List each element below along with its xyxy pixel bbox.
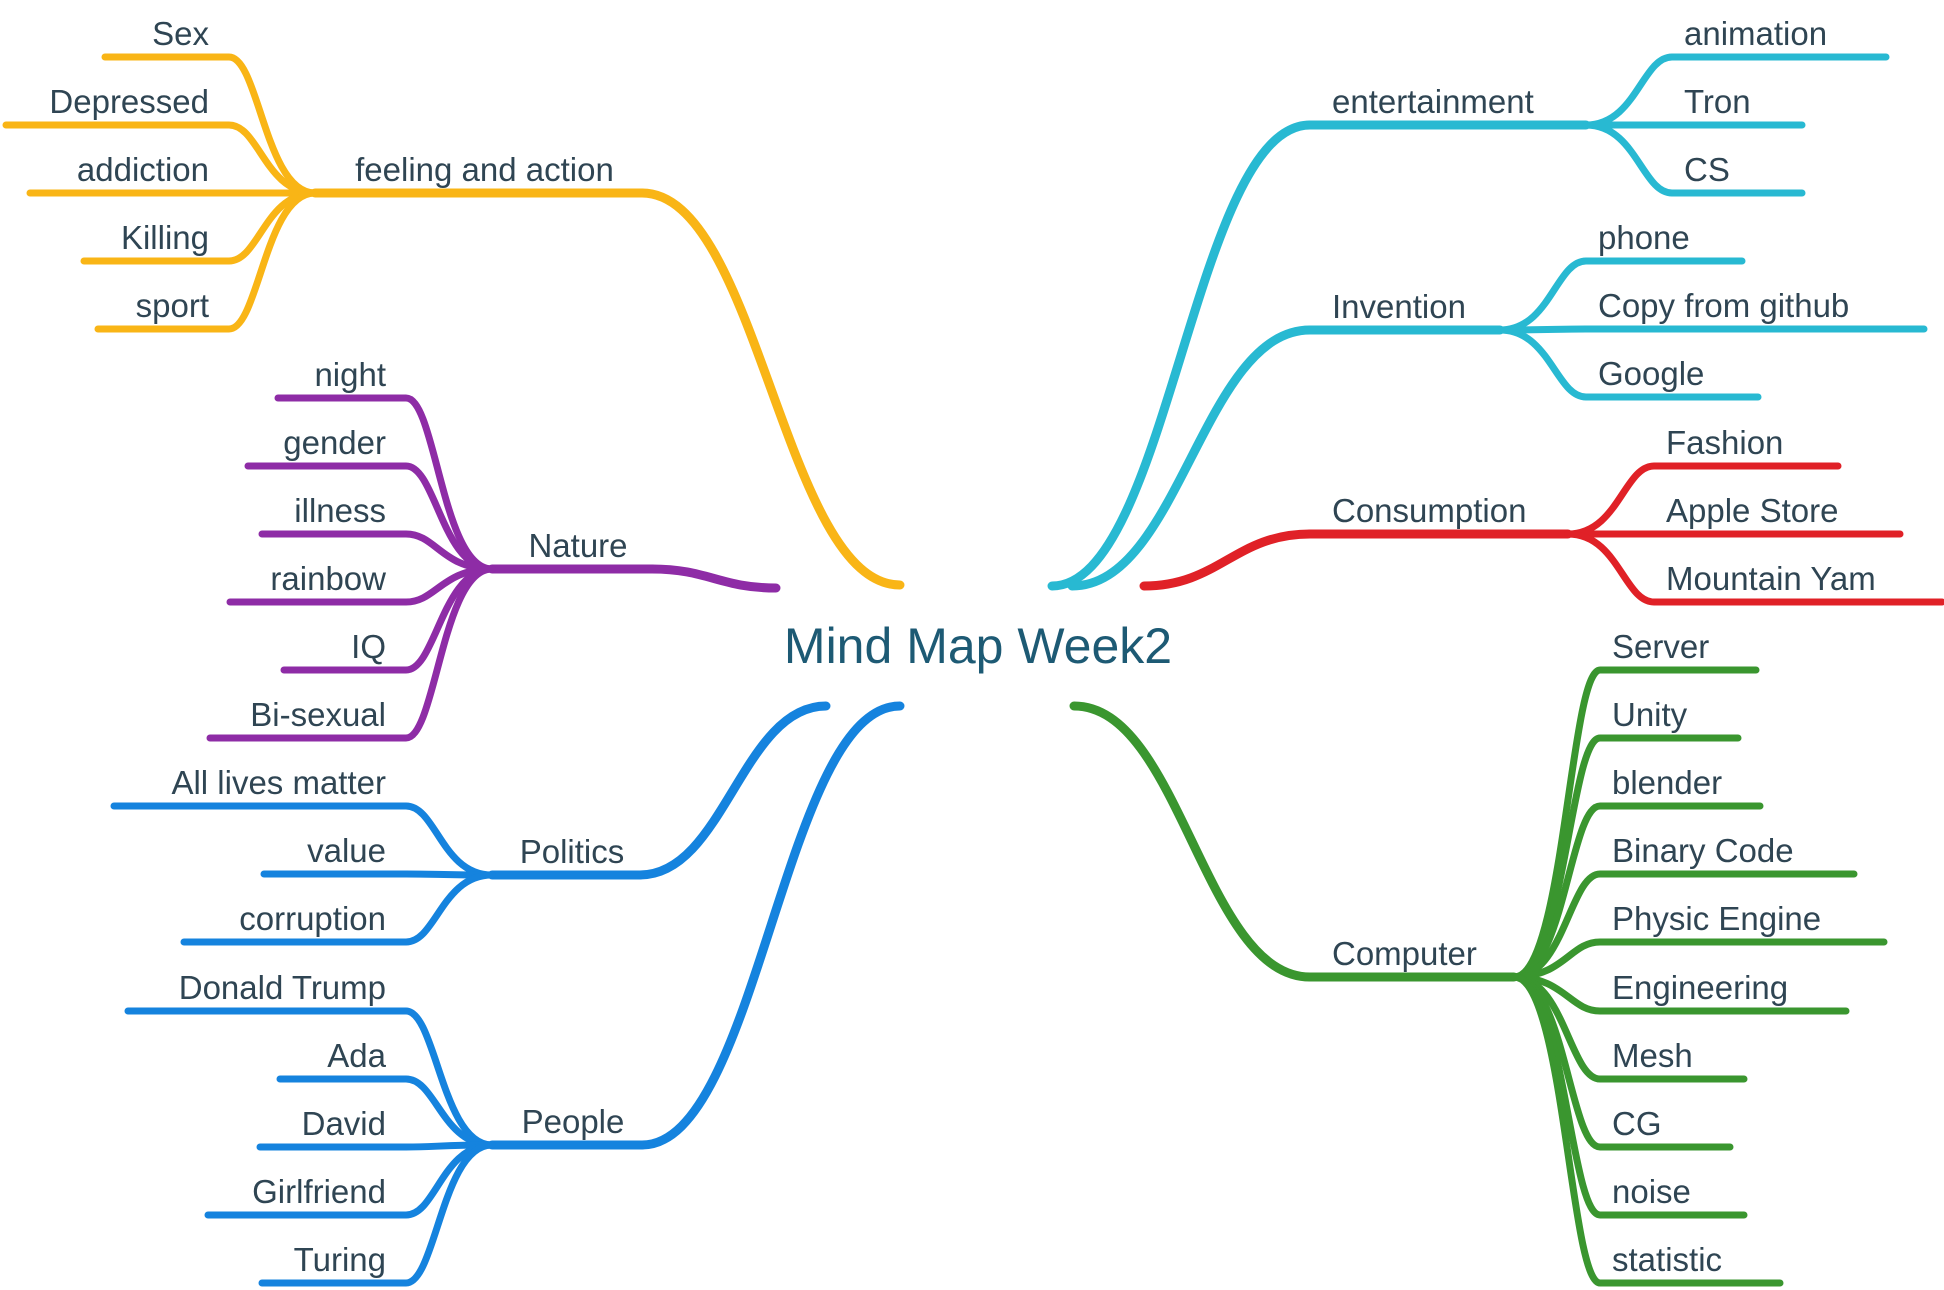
branch-nature-label[interactable]: Nature [528,527,627,564]
computer-leaf-link [1510,973,1784,1287]
leaf-gender[interactable]: gender [283,424,386,461]
leaf-mountain-yam[interactable]: Mountain Yam [1666,560,1876,597]
nature-main-link [647,564,781,593]
invention-leaf-link [1496,326,1762,401]
leaf-depressed[interactable]: Depressed [49,83,209,120]
mind-map-labels: Mind Map Week2 feeling and action SexDepr… [49,15,1875,1278]
leaf-copy-from-github[interactable]: Copy from github [1598,287,1849,324]
leaf-addiction[interactable]: addiction [77,151,209,188]
invention-leaf-link [1496,325,1928,334]
leaf-cg[interactable]: CG [1612,1105,1662,1142]
leaf-google[interactable]: Google [1598,355,1704,392]
branch-people-label[interactable]: People [522,1103,625,1140]
leaf-turing[interactable]: Turing [294,1241,386,1278]
branch-entertainment-label[interactable]: entertainment [1332,83,1534,120]
leaf-animation[interactable]: animation [1684,15,1827,52]
leaf-blender[interactable]: blender [1612,764,1722,801]
nature-leaf-link [206,565,496,742]
leaf-noise[interactable]: noise [1612,1173,1691,1210]
feeling-leaf-link [94,189,319,333]
politics-leaf-link [180,871,496,946]
entertainment-main-link [1047,120,1315,591]
leaf-value[interactable]: value [307,832,386,869]
leaf-night[interactable]: night [314,356,386,393]
leaf-fashion[interactable]: Fashion [1666,424,1783,461]
leaf-rainbow[interactable]: rainbow [270,560,386,597]
center-topic[interactable]: Mind Map Week2 [784,618,1172,674]
leaf-unity[interactable]: Unity [1612,696,1688,733]
leaf-physic-engine[interactable]: Physic Engine [1612,900,1821,937]
leaf-server[interactable]: Server [1612,628,1709,665]
leaf-phone[interactable]: phone [1598,219,1690,256]
computer-main-link [1069,701,1315,982]
mind-map-links [2,53,1944,1287]
leaf-mesh[interactable]: Mesh [1612,1037,1693,1074]
politics-leaf-link [110,802,496,879]
leaf-sport[interactable]: sport [136,287,209,324]
consumption-main-link [1139,529,1315,591]
invention-main-link [1067,325,1315,591]
branch-invention-label[interactable]: Invention [1332,288,1466,325]
leaf-ada[interactable]: Ada [327,1037,386,1074]
people-main-link [637,701,905,1150]
politics-main-link [635,701,831,880]
feeling-main-link [637,188,905,590]
people-leaf-link [256,1141,496,1151]
leaf-binary-code[interactable]: Binary Code [1612,832,1794,869]
leaf-killing[interactable]: Killing [121,219,209,256]
entertainment-leaf-link [1582,121,1806,197]
leaf-girlfriend[interactable]: Girlfriend [252,1173,386,1210]
branch-consumption-label[interactable]: Consumption [1332,492,1526,529]
leaf-statistic[interactable]: statistic [1612,1241,1722,1278]
leaf-donald-trump[interactable]: Donald Trump [179,969,386,1006]
leaf-illness[interactable]: illness [294,492,386,529]
leaf-tron[interactable]: Tron [1684,83,1751,120]
leaf-apple-store[interactable]: Apple Store [1666,492,1838,529]
leaf-all-lives-matter[interactable]: All lives matter [171,764,386,801]
branch-feeling-label[interactable]: feeling and action [355,151,614,188]
leaf-david[interactable]: David [302,1105,386,1142]
leaf-iq[interactable]: IQ [351,628,386,665]
leaf-engineering[interactable]: Engineering [1612,969,1788,1006]
branch-politics-label[interactable]: Politics [520,833,625,870]
people-leaf-link [258,1141,496,1287]
leaf-cs[interactable]: CS [1684,151,1730,188]
politics-leaf-link [260,870,496,879]
leaf-sex[interactable]: Sex [152,15,209,52]
leaf-corruption[interactable]: corruption [239,900,386,937]
consumption-leaf-link [1564,530,1944,606]
leaf-bi-sexual[interactable]: Bi-sexual [250,696,386,733]
branch-computer-label[interactable]: Computer [1332,935,1477,972]
